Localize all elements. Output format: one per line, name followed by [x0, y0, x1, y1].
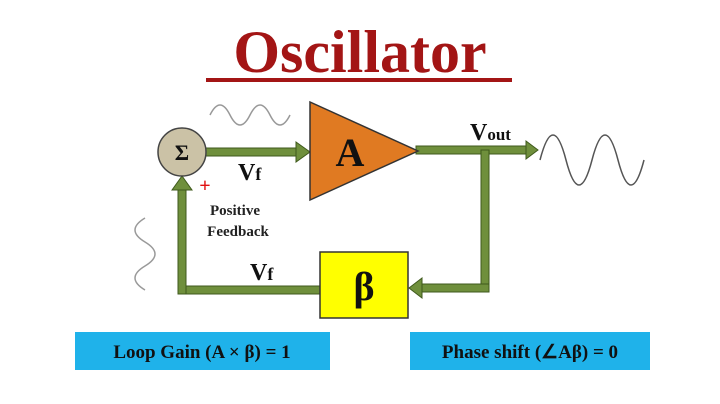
vf-main: V: [250, 260, 268, 286]
positive-feedback-line2: Feedback: [207, 224, 269, 240]
feedback-network-box: [319, 251, 409, 319]
title-underline: [206, 78, 512, 82]
sum-symbol: Σ: [175, 140, 189, 165]
title: Oscillator: [233, 19, 486, 85]
output-sine-wave: [539, 134, 645, 186]
positive-feedback-line1: Positive: [210, 203, 260, 219]
vf-label-top: Vf: [238, 160, 262, 186]
summing-junction: [157, 127, 207, 177]
feedback-sine-wave: [134, 217, 156, 291]
vf-sub: f: [255, 164, 262, 184]
plus-sign: +: [199, 175, 210, 197]
vout-sub: out: [487, 125, 511, 144]
vf-main: V: [238, 160, 256, 186]
loop-gain-box: [75, 332, 330, 370]
phase-shift-text: Phase shift (∠Aβ) = 0: [442, 342, 618, 363]
amplifier-triangle: [309, 100, 420, 202]
feedback-label: β: [353, 264, 374, 309]
loop-gain-text: Loop Gain (A × β) = 1: [113, 342, 290, 363]
vout-main: V: [470, 120, 488, 146]
vf-label-bottom: Vf: [250, 260, 274, 286]
vout-label: Vout: [470, 120, 511, 146]
phase-shift-box: [410, 332, 650, 370]
vf-sub: f: [267, 264, 274, 284]
amplifier-label: A: [336, 130, 365, 175]
input-sine-wave: [209, 104, 291, 126]
